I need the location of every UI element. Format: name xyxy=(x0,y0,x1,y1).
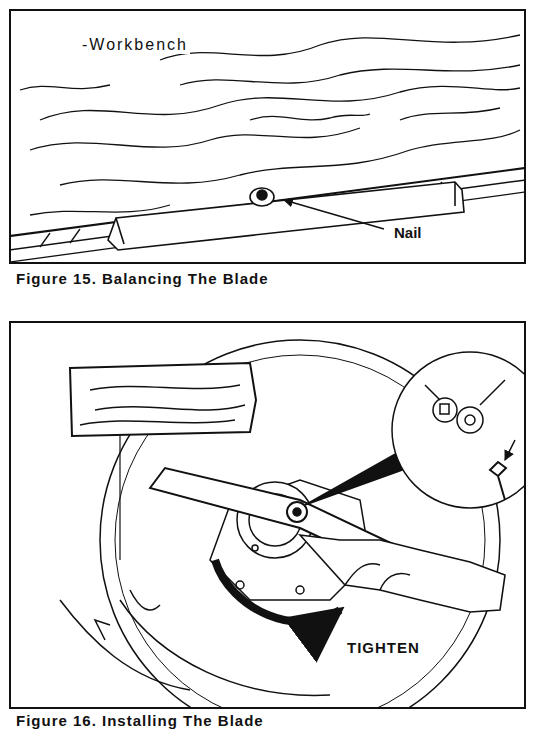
figure-frame xyxy=(10,10,525,263)
blade xyxy=(108,182,464,250)
part-label: Nail xyxy=(392,225,424,242)
mower-deck-drawing xyxy=(60,340,524,707)
figure-caption: Figure 16. Installing The Blade xyxy=(14,713,266,730)
part-label: TIGHTEN xyxy=(345,640,422,657)
workbench-drawing xyxy=(11,35,524,262)
part-label: -Workbench xyxy=(80,36,190,54)
figure-caption: Figure 15. Balancing The Blade xyxy=(14,271,271,288)
leader-line xyxy=(284,200,384,229)
